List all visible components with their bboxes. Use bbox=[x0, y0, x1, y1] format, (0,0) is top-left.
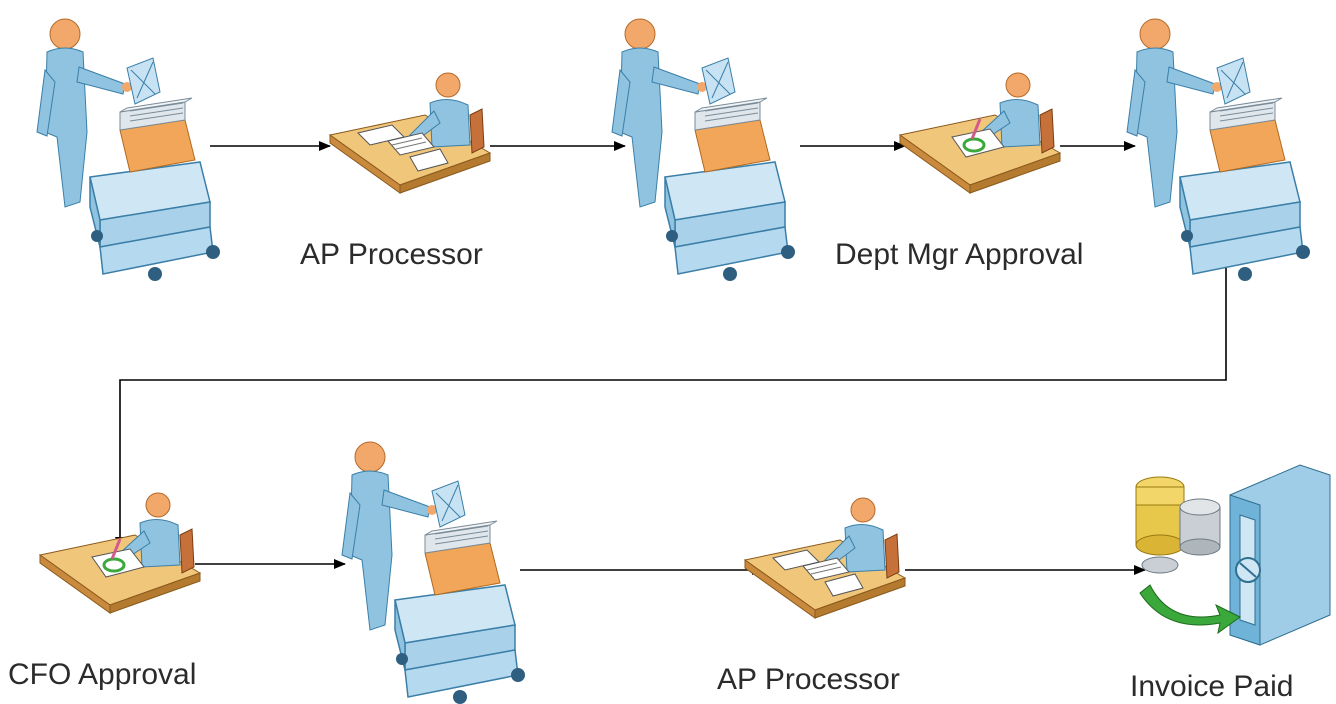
desk-worker-icon bbox=[329, 72, 491, 194]
label-dept-mgr-approval: Dept Mgr Approval bbox=[835, 238, 1084, 271]
clerk-cart-icon bbox=[341, 441, 526, 704]
label-ap-processor-1: AP Processor bbox=[300, 238, 483, 271]
clerk-cart-icon bbox=[36, 18, 221, 282]
clerk-cart-icon bbox=[1126, 18, 1311, 282]
edge-clerk3-cfo bbox=[115, 250, 1227, 549]
connectors bbox=[115, 141, 1227, 575]
clerk-cart-icon bbox=[611, 18, 796, 282]
desk-signer-icon bbox=[898, 71, 1062, 195]
label-invoice-paid: Invoice Paid bbox=[1130, 670, 1294, 703]
label-cfo-approval: CFO Approval bbox=[8, 658, 197, 691]
desk-worker-icon bbox=[744, 497, 906, 619]
label-ap-processor-2: AP Processor bbox=[717, 663, 900, 696]
safe-coins-icon bbox=[1135, 464, 1331, 646]
